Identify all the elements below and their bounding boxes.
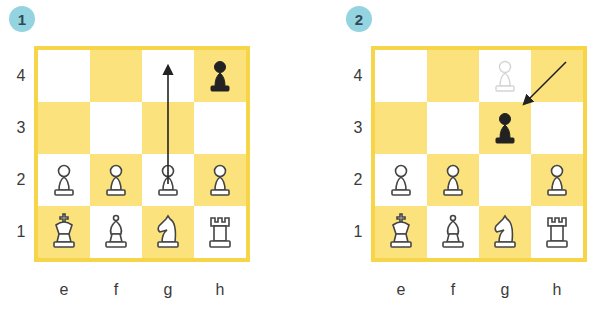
- rank-label: 2: [17, 172, 26, 188]
- file-label: e: [397, 282, 406, 298]
- board-frame: [34, 46, 250, 262]
- rank-label: 2: [354, 172, 363, 188]
- step-number-circle: 2: [346, 6, 372, 32]
- rank-label: 4: [354, 68, 363, 84]
- file-label: f: [451, 282, 455, 298]
- capture-arrow: [524, 62, 566, 104]
- step-number-circle: 1: [9, 6, 35, 32]
- rank-label: 4: [17, 68, 26, 84]
- step-number: 2: [355, 12, 363, 27]
- rank-label: 3: [354, 120, 363, 136]
- rank-label: 3: [17, 120, 26, 136]
- black-pawn: [496, 114, 514, 144]
- file-label: h: [216, 282, 225, 298]
- file-label: f: [114, 282, 118, 298]
- board-frame: [371, 46, 587, 262]
- move-arrow: [167, 66, 169, 184]
- file-label: h: [553, 282, 562, 298]
- white-pieces: [391, 166, 567, 248]
- chess-board: [38, 50, 246, 258]
- chess-board: [375, 50, 583, 258]
- step-number: 1: [18, 12, 26, 27]
- rank-label: 1: [17, 224, 26, 240]
- white-pieces: [54, 166, 230, 248]
- file-label: e: [60, 282, 69, 298]
- rank-label: 1: [354, 224, 363, 240]
- file-label: g: [164, 282, 173, 298]
- ghost-pawn: [496, 62, 514, 92]
- file-label: g: [501, 282, 510, 298]
- black-pawn: [211, 62, 229, 92]
